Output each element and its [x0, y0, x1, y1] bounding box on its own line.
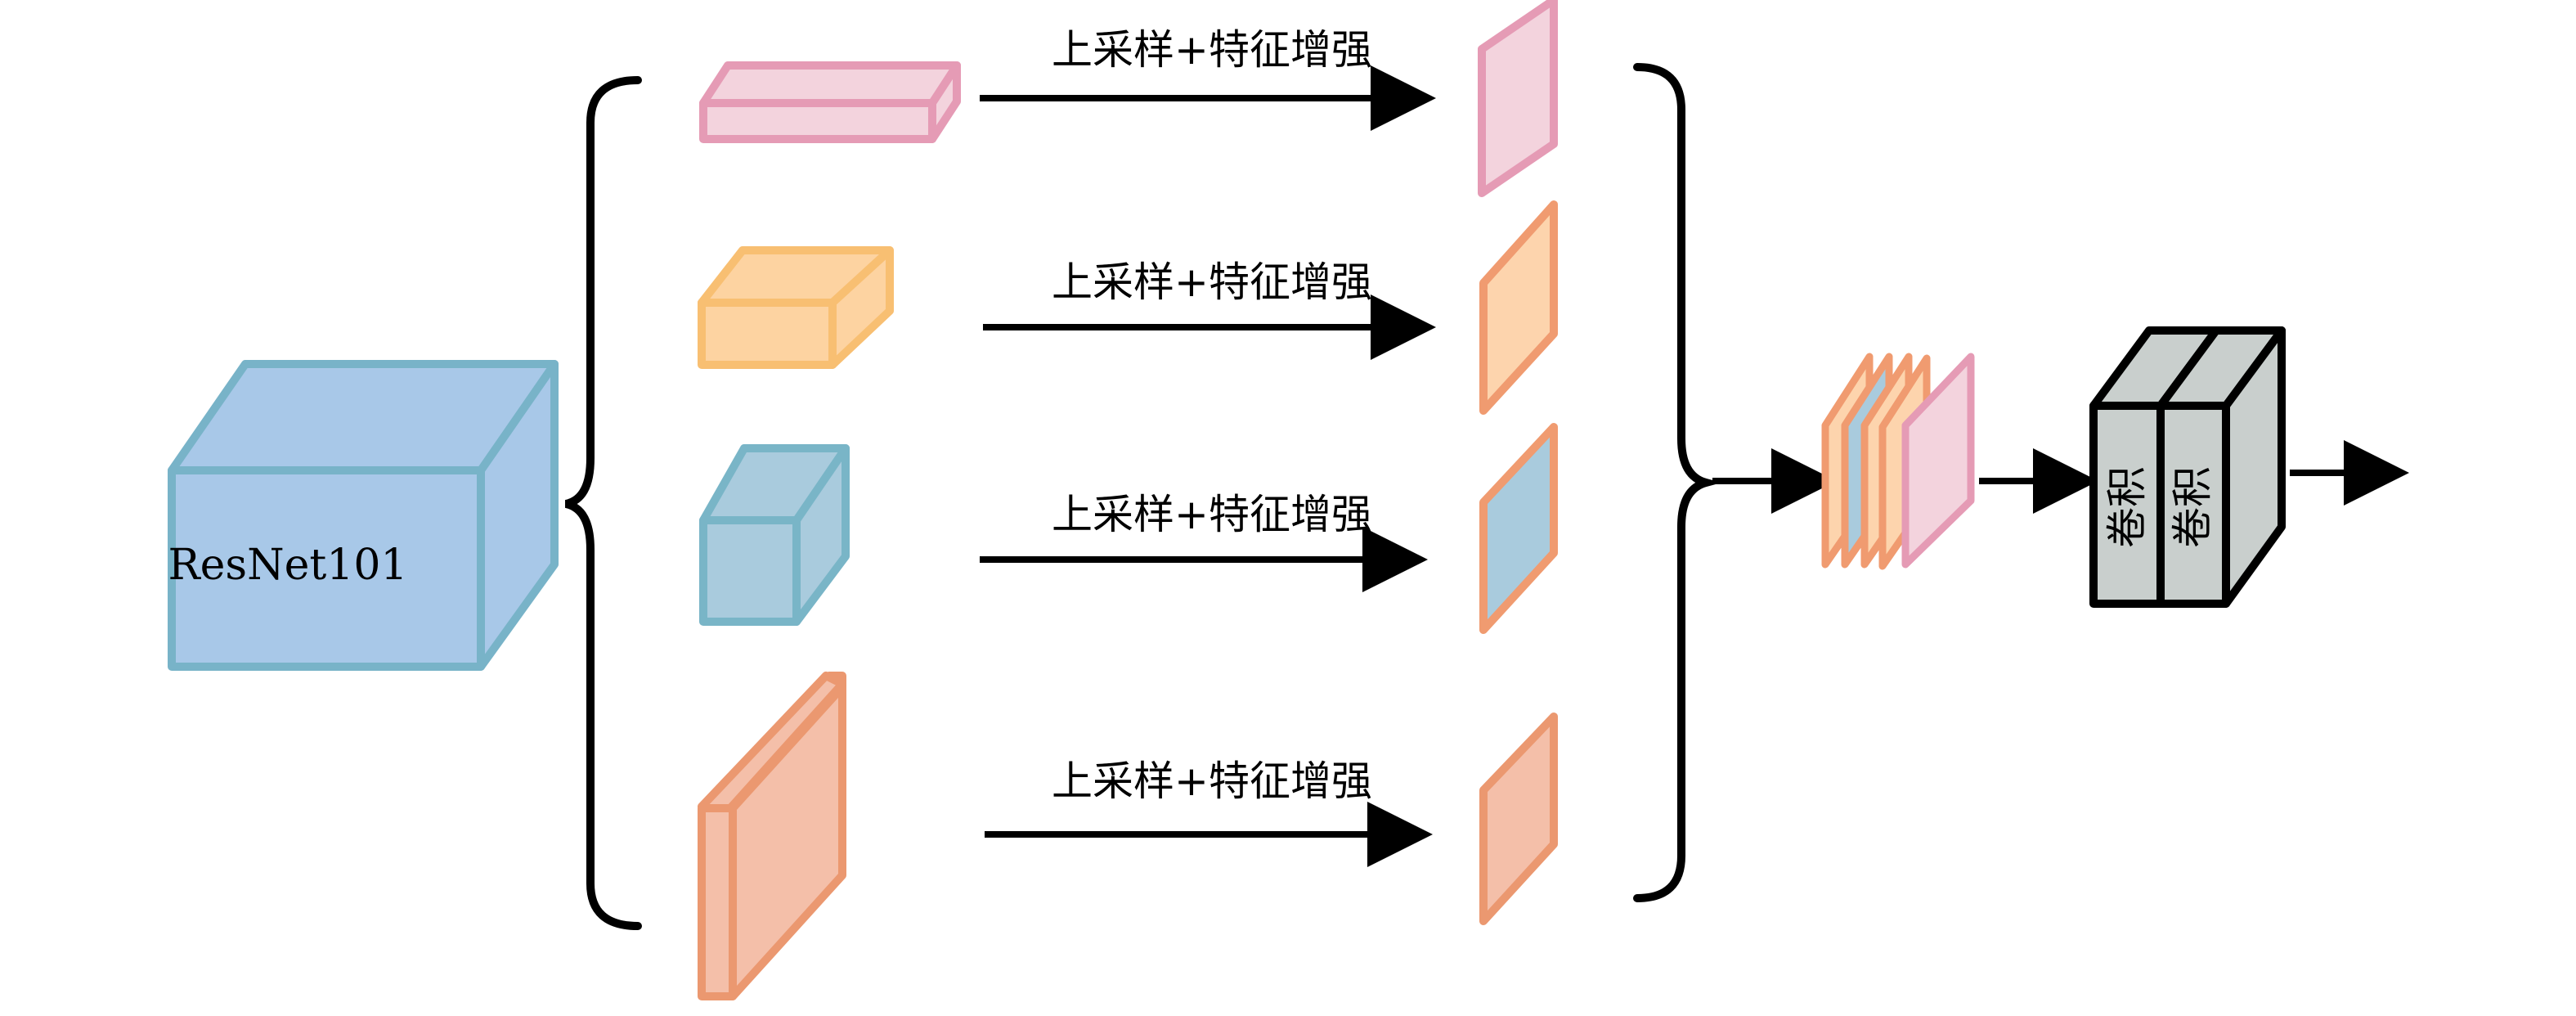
feature-block-1-front [699, 99, 936, 143]
feature-block-1 [699, 61, 961, 143]
enhanced-plane-3 [1479, 423, 1558, 634]
feature-block-4-face [698, 804, 737, 1000]
enhanced-plane-1 [1478, 0, 1558, 197]
concat-stack [1821, 353, 1975, 570]
enhanced-plane-2 [1479, 200, 1558, 415]
enhanced-plane-4 [1479, 713, 1558, 925]
resnet101-label: ResNet101 [168, 541, 407, 590]
feature-block-3 [699, 444, 850, 626]
feature-block-1-top [699, 61, 961, 107]
branch-2: 上采样+特征增强 [983, 258, 1436, 360]
branch-1: 上采样+特征增强 [980, 26, 1436, 131]
conv-block-2: 卷积 [2156, 326, 2286, 608]
resnet-front-face [168, 466, 485, 671]
conv-block-2-front [2156, 402, 2230, 608]
branch-3: 上采样+特征增强 [980, 491, 1428, 592]
branch-4: 上采样+特征增强 [985, 758, 1433, 867]
right-brace [1633, 63, 1722, 902]
feature-block-3-front [699, 516, 801, 626]
conv-block-1-label: 卷积 [2103, 466, 2151, 548]
feature-block-4-main [729, 683, 846, 1000]
left-brace [564, 76, 642, 930]
branch-1-label: 上采样+特征增强 [1052, 26, 1372, 74]
branch-4-label: 上采样+特征增强 [1052, 758, 1372, 805]
feature-block-2 [698, 246, 894, 369]
feature-block-4 [698, 672, 846, 1000]
conv-block-2-label: 卷积 [2169, 466, 2216, 548]
concat-plane-pink [1901, 353, 1975, 569]
resnet101-block: ResNet101 [168, 360, 559, 671]
branch-3-label: 上采样+特征增强 [1052, 491, 1372, 538]
feature-block-2-front [698, 299, 837, 369]
branch-2-label: 上采样+特征增强 [1052, 258, 1372, 306]
